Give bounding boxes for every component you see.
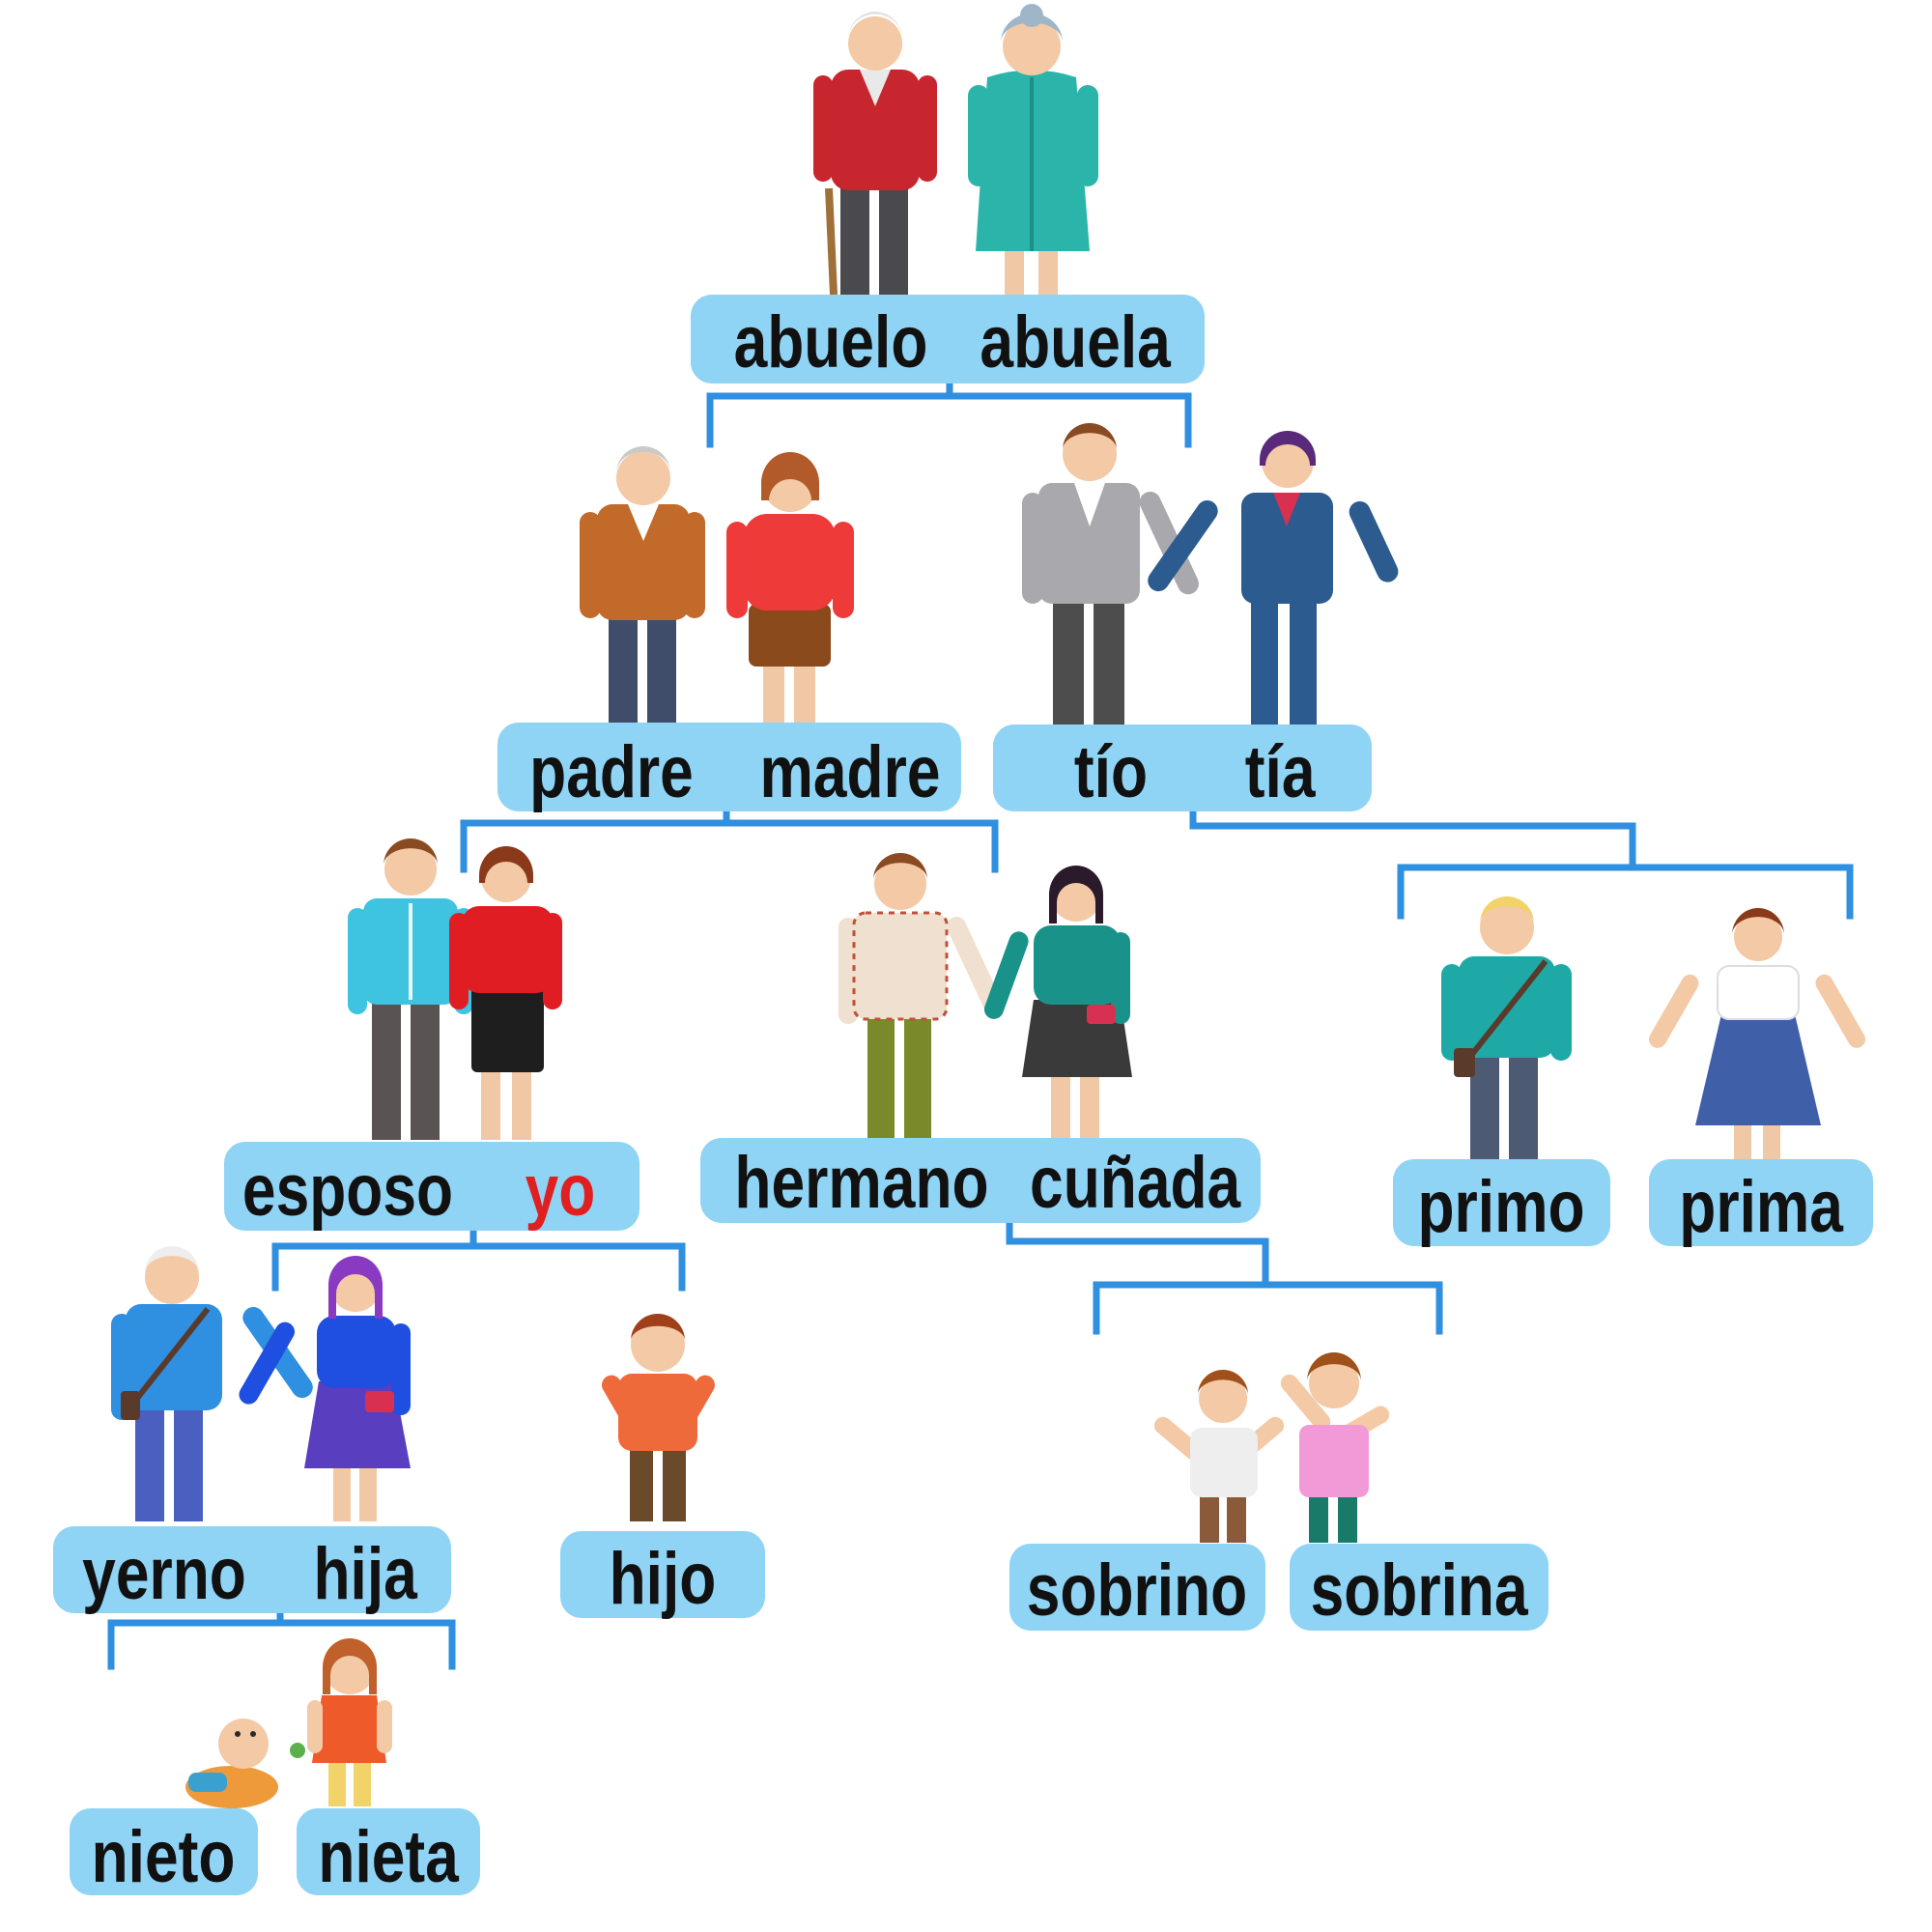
me-figure [449,846,562,1140]
label-primo: primo [1417,1165,1584,1247]
pill-granddaughter [297,1808,480,1895]
label-cunada: cuñada [1030,1141,1241,1223]
label-abuelo: abuelo [734,300,928,383]
label-hijo: hijo [610,1537,717,1619]
label-sobrina: sobrina [1311,1548,1529,1631]
label-yerno: yerno [82,1532,246,1614]
label-yo: yo [526,1149,596,1231]
label-prima: prima [1679,1165,1844,1247]
label-hermano: hermano [734,1141,988,1223]
label-pills [53,295,1873,1895]
pill-grandparents [691,295,1205,384]
female-cousin-figure [1649,908,1865,1159]
aunt-figure [1148,431,1399,724]
label-abuela: abuela [980,300,1172,383]
people-figures [111,4,1865,1808]
granddaughter-figure [290,1638,392,1806]
pill-grandson [70,1808,258,1895]
pill-female-cousin [1649,1159,1873,1246]
label-esposo: esposo [242,1149,453,1231]
grandmother-figure [968,4,1098,295]
pill-uncle-aunt [993,724,1372,811]
label-tia: tía [1245,730,1317,812]
connector-brother-sisterinlaw-children [1006,1194,1443,1335]
label-nieta: nieta [318,1815,460,1897]
brother-figure [838,853,1004,1138]
label-hija: hija [313,1532,418,1614]
connector-me-spouse-children [271,1218,686,1292]
grandfather-figure [813,12,937,296]
label-sobrino: sobrino [1027,1548,1247,1631]
son-figure [602,1314,715,1521]
niece-figure [1280,1352,1390,1543]
pill-son [560,1531,765,1618]
daughter-figure [239,1256,411,1521]
label-madre: madre [759,730,940,812]
label-tio: tío [1074,730,1148,812]
father-figure [580,446,705,724]
connector-uncle-aunt-cousins [1189,777,1854,920]
nephew-figure [1153,1370,1285,1543]
sister-in-law-figure [983,866,1132,1138]
pill-me-spouse [224,1142,639,1231]
pill-parents [497,723,961,811]
label-padre: padre [529,730,694,812]
pill-soninlaw-daughter [53,1526,451,1613]
labels: abuelo abuela padre madre tío tía esposo… [82,300,1844,1897]
grandson-figure [185,1719,278,1808]
label-nieto: nieto [92,1815,236,1897]
mother-figure [726,452,854,724]
pill-nephew [1009,1544,1265,1631]
uncle-figure [1022,423,1199,724]
pill-male-cousin [1393,1159,1610,1246]
male-cousin-figure [1441,896,1572,1159]
pill-niece [1290,1544,1548,1631]
son-in-law-figure [111,1246,313,1521]
pill-brother-sisterinlaw [700,1138,1261,1223]
